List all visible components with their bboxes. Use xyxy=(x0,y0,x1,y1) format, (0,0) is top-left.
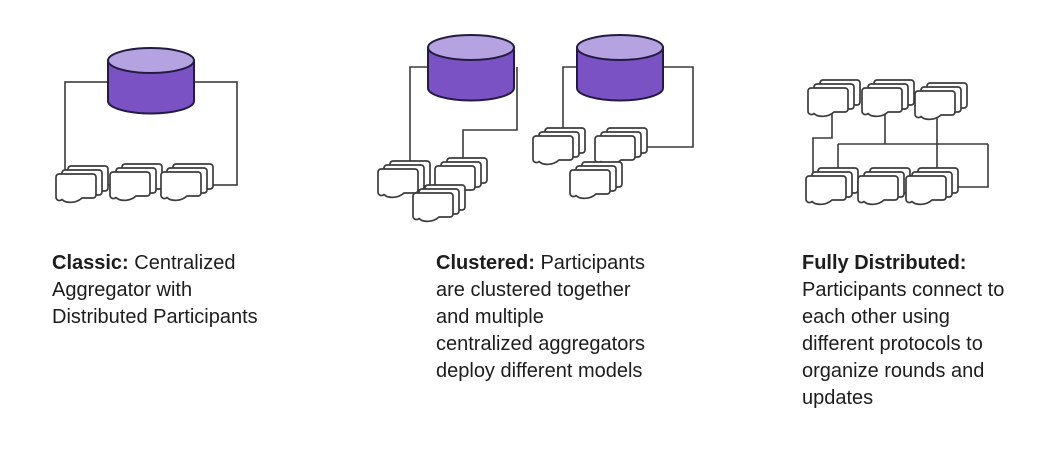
caption-line: are clustered together xyxy=(436,279,631,301)
document-stack-icon xyxy=(595,128,647,164)
database-cylinder-icon xyxy=(576,34,664,102)
fully-distributed-topology xyxy=(806,80,989,204)
caption-line: Distributed Participants xyxy=(52,306,258,328)
caption-fully-distributed: Fully Distributed: Participants connect t… xyxy=(802,250,1042,412)
connector-line xyxy=(462,67,518,168)
caption-bold-label: Clustered: xyxy=(436,252,535,274)
document-stack-icon xyxy=(906,168,958,204)
caption-line: different protocols to xyxy=(802,333,983,355)
classic-topology xyxy=(56,47,238,202)
database-cylinder-icon xyxy=(427,34,515,102)
caption-line: Aggregator with xyxy=(52,279,193,301)
caption-line: organize rounds and xyxy=(802,360,985,382)
document-stack-icon xyxy=(110,164,162,200)
document-stack-icon xyxy=(570,162,622,198)
document-stack-icon xyxy=(413,185,465,221)
caption-line: Classic: Centralized xyxy=(52,252,236,274)
caption-line: Clustered: Participants xyxy=(436,252,645,274)
document-stack-icon xyxy=(161,164,213,200)
caption-line: deploy different models xyxy=(436,360,643,382)
document-stack-icon xyxy=(862,80,914,116)
caption-line: Fully Distributed: xyxy=(802,250,1042,277)
document-stack-icon xyxy=(806,168,858,204)
clustered-topology xyxy=(378,34,694,221)
connector-line xyxy=(645,66,694,148)
connector-line xyxy=(950,144,989,188)
caption-bold-label: Classic: xyxy=(52,252,129,274)
document-stack-icon xyxy=(533,128,585,164)
caption-bold-label: Fully Distributed: xyxy=(802,252,967,274)
caption-line: each other using xyxy=(802,306,950,328)
caption-clustered: Clustered: Participants are clustered tog… xyxy=(436,250,686,385)
connector-line xyxy=(562,66,578,135)
caption-line: Participants connect to xyxy=(802,279,1005,301)
caption-line: and multiple xyxy=(436,306,544,328)
caption-line: updates xyxy=(802,387,874,409)
document-stack-icon xyxy=(808,80,860,116)
connector-line xyxy=(409,66,432,168)
caption-line: centralized aggregators xyxy=(436,333,646,355)
document-stack-icon xyxy=(915,83,967,119)
connector-line xyxy=(812,110,833,176)
document-stack-icon xyxy=(858,168,910,204)
document-stack-icon xyxy=(56,166,108,202)
database-cylinder-icon xyxy=(107,47,195,115)
